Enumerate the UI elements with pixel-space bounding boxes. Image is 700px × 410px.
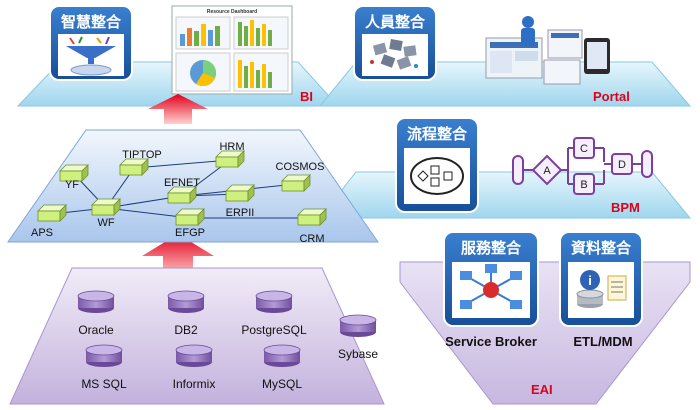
flow-node-b: B [580,179,587,191]
arrow-up-to-bi [148,94,208,124]
system-node-efnet: EFNET [164,177,200,204]
bi-tag: BI [300,89,313,104]
database-label: Informix [173,377,216,391]
systems-layer: TIPTOP HRM YF COSMOS EFNET APS WF ERPII EFGP CRM [7,129,379,245]
system-node-hrm: HRM [215,141,245,168]
data-caption: ETL/MDM [573,334,632,349]
database-document-icon: i [568,262,634,318]
bpm-layer: 流程整合 A C B D [318,117,692,219]
database-label: MySQL [262,377,302,391]
system-label: COSMOS [276,161,325,173]
database-label: DB2 [174,323,198,337]
system-label: YF [65,179,79,191]
service-caption: Service Broker [445,334,537,349]
system-label: APS [31,227,53,239]
system-label: EFNET [164,177,200,189]
service-title: 服務整合 [461,239,522,257]
system-label: CRM [299,233,324,245]
system-nodes: TIPTOP HRM YF COSMOS EFNET APS WF ERPII EFGP CRM [31,141,327,245]
flow-node-c: C [580,143,588,155]
resource-dashboard-image: Resource Dashboard [171,5,293,95]
bi-title: 智慧整合 [61,13,122,31]
system-label: HRM [219,141,244,153]
system-node-crm: CRM [297,208,327,245]
bpm-title: 流程整合 [407,125,468,143]
database-ms-sql: MS SQL [81,344,127,391]
flow-start [512,155,524,185]
database-layer: Oracle DB2 PostgreSQL Sybase MS SQL Informix M… [9,267,385,405]
database-label: Oracle [78,323,114,337]
system-label: TIPTOP [122,149,162,161]
database-postgresql: PostgreSQL [241,290,307,337]
database-label: MS SQL [81,377,127,391]
data-title: 資料整合 [571,239,632,257]
eai-layer: 服務整合 Service Broker 資料整合 i ETL [399,231,691,405]
system-label: WF [97,217,114,229]
portal-tag: Portal [593,89,630,104]
system-node-yf: YF [59,164,89,191]
database-oracle: Oracle [77,290,115,337]
system-node-wf: WF [91,198,121,229]
bpm-flow-diagram: A C B D [512,137,653,195]
flow-node-a: A [543,165,551,177]
portal-title: 人員整合 [365,13,426,31]
data-mining-funnel-icon [58,34,124,76]
portal-devices-image [485,16,610,85]
service-network-icon [452,262,530,318]
flow-end [641,150,653,178]
eai-tag: EAI [531,382,553,397]
database-db2: DB2 [167,290,205,337]
database-sybase: Sybase [338,314,378,361]
database-informix: Informix [173,344,216,391]
system-node-efgp: EFGP [175,208,205,239]
portal-layer: 人員整合 Portal [318,5,692,107]
database-label: Sybase [338,347,378,361]
system-node-tiptop: TIPTOP [119,149,162,176]
system-node-erpii: ERPII [225,184,255,219]
database-items: Oracle DB2 PostgreSQL Sybase MS SQL Informix M… [77,290,378,391]
dashboard-title: Resource Dashboard [207,9,257,15]
arrow-up-to-systems [142,234,214,278]
flow-node-d: D [618,159,626,171]
database-mysql: MySQL [262,344,302,391]
system-node-aps: APS [31,204,67,239]
database-label: PostgreSQL [241,323,307,337]
system-node-cosmos: COSMOS [276,161,325,192]
puzzle-network-icon [362,34,428,76]
system-label: ERPII [226,207,255,219]
bi-layer: 智慧整合 Resource Dashboard [16,5,340,107]
system-label: EFGP [175,227,205,239]
bpm-tag: BPM [611,200,640,215]
flow-gateway [531,154,563,186]
svg-text:i: i [588,273,592,288]
process-flow-icon [404,148,470,204]
